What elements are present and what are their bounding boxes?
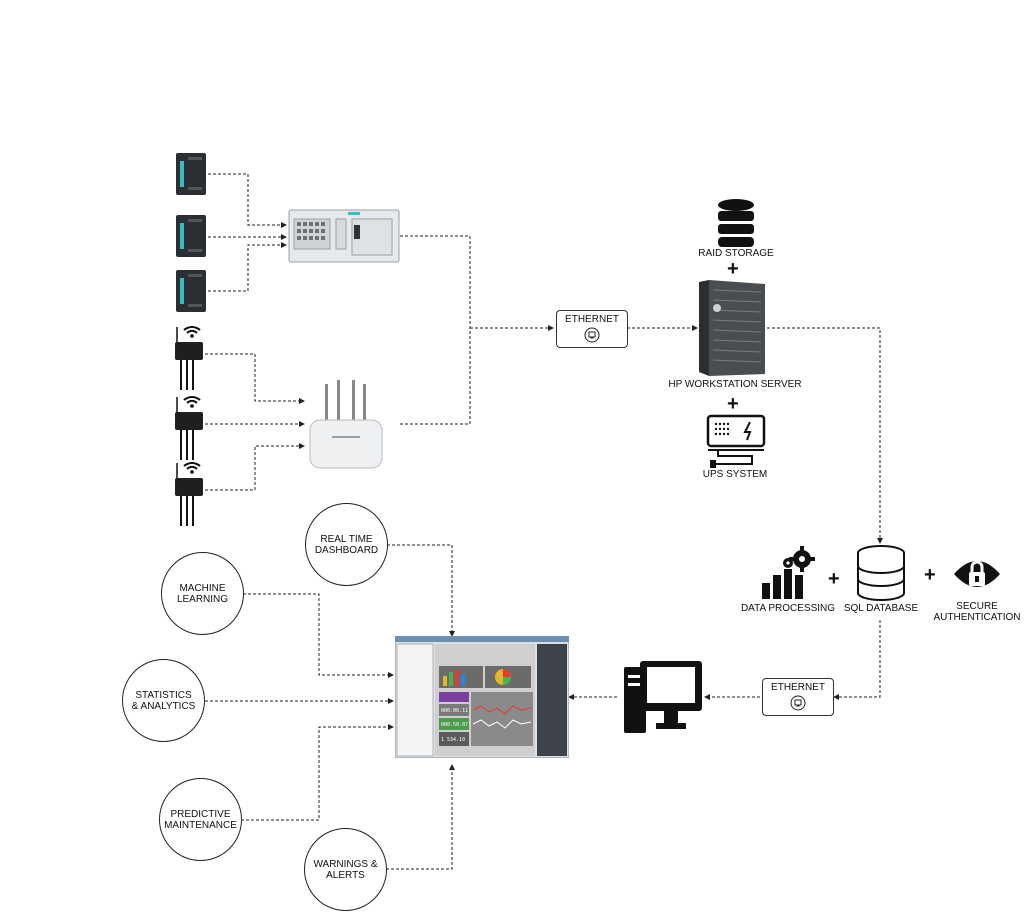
wireless-gateway-icon	[309, 380, 383, 469]
sql-database-label: SQL DATABASE	[843, 603, 919, 614]
link-predictive-screen	[241, 724, 394, 821]
ups-system-icon	[706, 414, 766, 468]
plus-sign: +	[828, 568, 840, 590]
statistics-analytics-label: STATISTICS & ANALYTICS	[131, 689, 196, 712]
plus-sign: +	[727, 258, 739, 280]
ethernet-switch-top: ETHERNET	[556, 310, 628, 348]
secure-authentication-label: SECURE AUTHENTICATION	[933, 601, 1021, 623]
predictive-maintenance-label: PREDICTIVE MAINTENANCE	[164, 808, 237, 831]
machine-learning-node: MACHINE LEARNING	[161, 552, 244, 635]
link-node-1-gateway	[205, 353, 305, 404]
ethernet-label: ETHERNET	[771, 682, 825, 693]
real-time-dashboard-node: REAL TIME DASHBOARD	[305, 503, 388, 586]
real-time-dashboard-label: REAL TIME DASHBOARD	[314, 533, 379, 556]
wireless-sensor-node-icon	[175, 326, 203, 390]
warnings-alerts-node: WARNINGS & ALERTS	[304, 828, 387, 911]
link-node-3-gateway	[205, 443, 305, 491]
link-plc-1-pc	[208, 173, 287, 228]
ethernet-label: ETHERNET	[565, 314, 619, 325]
link-warnings-screen	[386, 764, 455, 870]
data-processing-label: DATA PROCESSING	[740, 603, 836, 614]
plc-module-icon	[176, 270, 206, 312]
warnings-alerts-label: WARNINGS & ALERTS	[313, 858, 378, 881]
wireless-sensor-node-icon	[175, 462, 203, 526]
ethernet-port-icon	[584, 327, 600, 343]
data-processing-icon	[762, 546, 815, 599]
plus-sign: +	[924, 564, 936, 586]
hp-workstation-server-label: HP WORKSTATION SERVER	[668, 379, 802, 390]
link-plc-3-pc	[208, 242, 287, 292]
industrial-pc-icon	[288, 209, 400, 263]
dashboard-software-screen: 000.00.11 000.50.07 1 534.10	[395, 636, 569, 758]
ups-system-label: UPS SYSTEM	[702, 469, 768, 480]
wireless-sensor-node-icon	[175, 396, 203, 460]
ethernet-switch-bottom: ETHERNET	[762, 678, 834, 716]
link-pc-trunk	[400, 235, 471, 425]
link-sql-ethernet	[833, 620, 881, 700]
readout-3: 1 534.10	[441, 737, 465, 743]
readout-1: 000.00.11	[441, 708, 468, 714]
statistics-analytics-node: STATISTICS & ANALYTICS	[122, 659, 205, 742]
link-realtime-screen	[387, 544, 455, 637]
plc-module-icon	[176, 215, 206, 257]
link-ml-screen	[243, 593, 394, 678]
workstation-server-icon	[699, 280, 765, 376]
plus-sign: +	[727, 393, 739, 415]
plc-module-icon	[176, 153, 206, 195]
ethernet-port-icon	[790, 695, 806, 711]
secure-lock-icon	[954, 560, 1000, 587]
machine-learning-label: MACHINE LEARNING	[176, 582, 229, 605]
raid-storage-label: RAID STORAGE	[698, 248, 774, 259]
readout-2: 000.50.07	[441, 722, 468, 728]
link-server-sql	[767, 327, 883, 544]
database-storage-icon	[718, 199, 754, 247]
desktop-computer-icon	[624, 661, 702, 733]
sql-database-icon	[857, 545, 905, 601]
predictive-maintenance-node: PREDICTIVE MAINTENANCE	[159, 778, 242, 861]
